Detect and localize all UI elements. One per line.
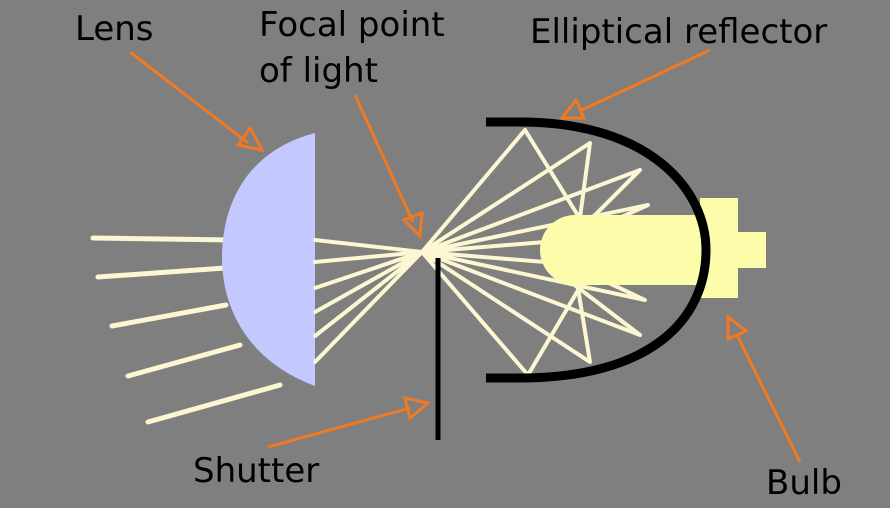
shutter-label: Shutter [193,451,320,491]
bulb-label: Bulb [766,463,842,503]
bulb-glass [540,215,705,285]
converging-ray [313,238,424,254]
outgoing-ray [90,235,235,243]
reflected-ray [420,128,592,254]
converging-ray [313,250,424,264]
bulb-arrow [726,313,802,463]
reflected-ray [420,250,642,337]
pointer-arrows [129,48,802,463]
bulb [540,198,766,298]
outgoing-light-rays [90,235,283,425]
lens-arrow [129,50,265,153]
reflector-arrow [558,48,711,120]
converging-ray [313,250,424,364]
reflected-ray [420,250,592,364]
shutter-arrow [267,396,432,449]
converging-ray [313,250,424,338]
focal-point-label-line1: Focal point [259,5,445,45]
outgoing-ray [109,302,229,329]
outgoing-ray [95,265,228,280]
focal-point-label-line2: of light [259,51,378,91]
outgoing-ray [145,382,283,425]
converging-light-rays [313,238,424,364]
lens [222,133,315,386]
focal-point-arrow [353,94,424,240]
bulb-contact [736,232,766,268]
converging-ray [313,250,424,290]
reflected-ray [420,250,547,264]
reflected-ray [420,240,547,254]
converging-ray [313,250,424,314]
lens-label: Lens [75,9,154,49]
elliptical-reflector-label: Elliptical reflector [530,12,828,52]
outgoing-ray [125,342,243,379]
elliptical-reflector [486,117,711,383]
